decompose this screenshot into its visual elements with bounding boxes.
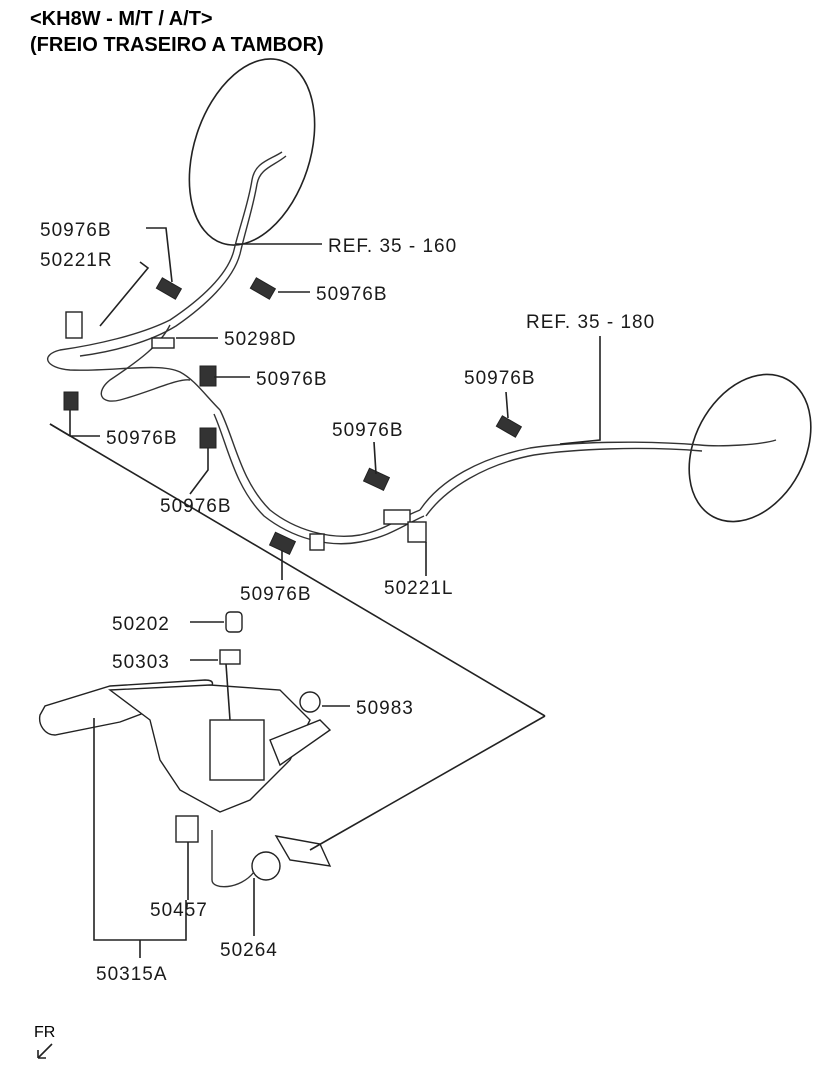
front-arrow-icon xyxy=(37,1043,53,1059)
switch-50264 xyxy=(251,851,281,881)
label-ref-180: REF. 35 - 180 xyxy=(526,312,655,333)
label-50976B-e: 50976B xyxy=(106,428,178,449)
label-50202: 50202 xyxy=(112,614,170,635)
part-50303 xyxy=(219,649,241,665)
label-50298D: 50298D xyxy=(224,329,297,350)
left-cable-outer xyxy=(79,155,287,357)
label-50221R: 50221R xyxy=(40,250,113,271)
right-cable-outer xyxy=(425,447,703,517)
leader-lines xyxy=(49,227,601,958)
switch-bracket xyxy=(274,835,332,867)
right-cable xyxy=(419,439,777,511)
center-cable xyxy=(219,409,421,537)
bracket-50221R xyxy=(65,311,83,339)
diagram-title: <KH8W - M/T / A/T> (FREIO TRASEIRO A TAM… xyxy=(30,6,324,58)
label-50983: 50983 xyxy=(356,698,414,719)
clip-lower xyxy=(309,533,325,551)
left-cable-loop xyxy=(100,324,191,402)
label-50264: 50264 xyxy=(220,940,278,961)
bolt-icons xyxy=(63,277,523,555)
label-50976B-h: 50976B xyxy=(240,584,312,605)
label-50221L: 50221L xyxy=(384,578,453,599)
part-50202 xyxy=(225,611,243,633)
bracket-center xyxy=(383,509,411,525)
label-50976B-c: 50976B xyxy=(256,369,328,390)
clip-50457 xyxy=(175,815,199,843)
label-50976B-f: 50976B xyxy=(332,420,404,441)
switch-wire xyxy=(211,830,255,888)
label-50976B-a: 50976B xyxy=(40,220,112,241)
left-drum-outline xyxy=(188,58,316,246)
title-model: <KH8W - M/T / A/T> xyxy=(30,8,213,30)
label-50457: 50457 xyxy=(150,900,208,921)
label-50315A: 50315A xyxy=(96,964,168,985)
label-50303: 50303 xyxy=(112,652,170,673)
title-description: (FREIO TRASEIRO A TAMBOR) xyxy=(30,34,324,56)
label-50976B-b: 50976B xyxy=(316,284,388,305)
lever-bracket xyxy=(269,719,332,767)
right-drum-outline xyxy=(688,373,812,523)
bracket-50221L xyxy=(407,521,427,543)
left-cable xyxy=(47,151,283,411)
label-50976B-g: 50976B xyxy=(160,496,232,517)
nut-50983 xyxy=(299,691,321,713)
label-ref-160: REF. 35 - 160 xyxy=(328,236,457,257)
orientation-label: FR xyxy=(34,1024,56,1041)
label-50976B-d: 50976B xyxy=(464,368,536,389)
clip-50298D xyxy=(151,337,175,349)
lever-mechanism xyxy=(209,719,265,781)
center-cable-outer xyxy=(213,413,425,545)
